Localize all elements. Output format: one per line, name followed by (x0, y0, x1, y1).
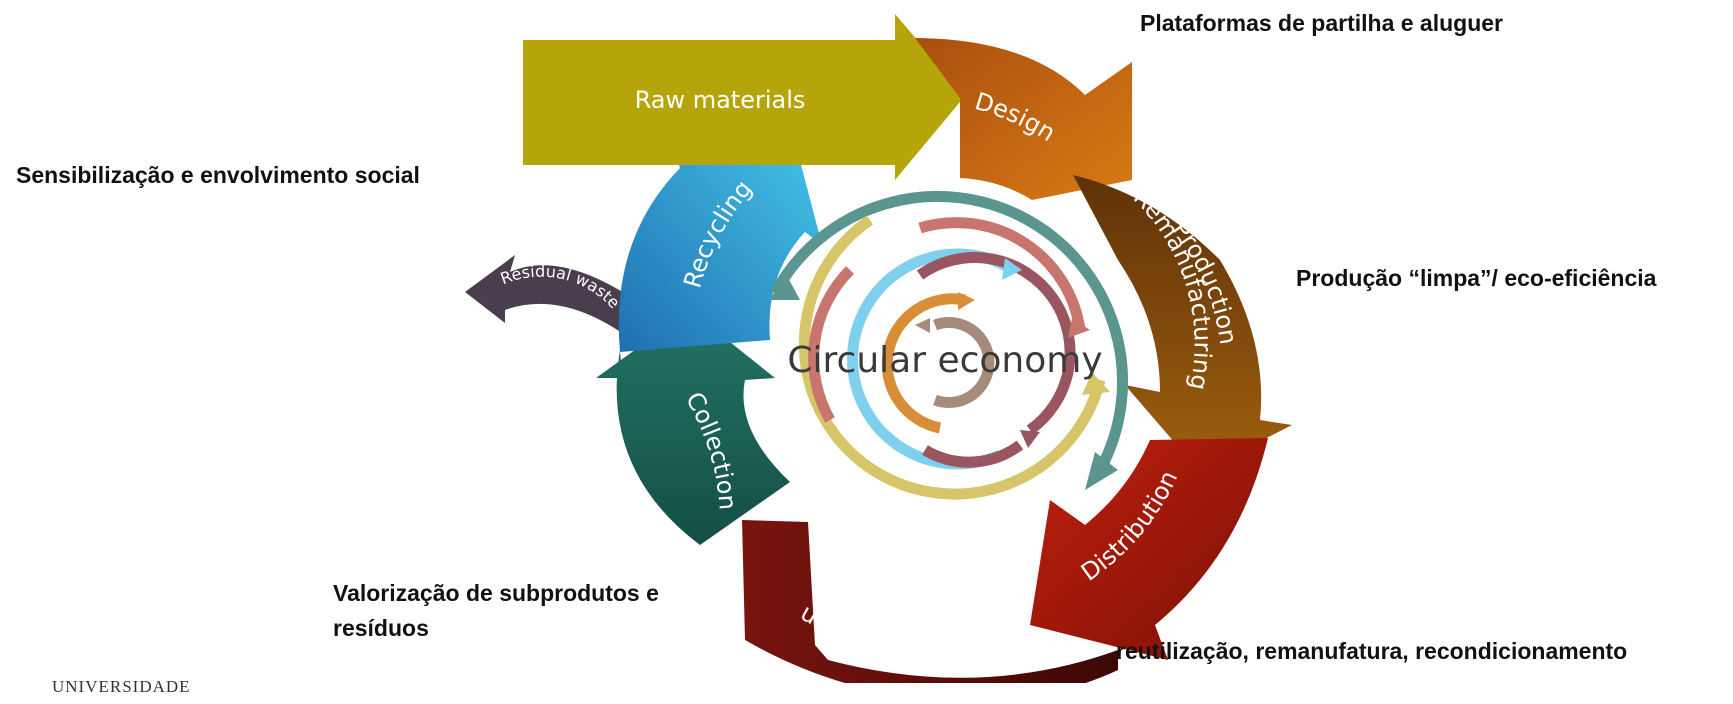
production-arrow (1073, 175, 1292, 472)
ring-arrowhead (1082, 372, 1110, 395)
circular-economy-diagram: Raw materials Design Production Remanufa… (465, 14, 1292, 702)
raw-materials-label: Raw materials (635, 86, 806, 114)
ring-arrowhead (1020, 430, 1040, 448)
ring-arrowhead (915, 318, 930, 333)
ring-yellow (798, 215, 1106, 500)
ring-plum-b (922, 440, 1024, 468)
ring-arrowheads (770, 258, 1118, 490)
ring-arrowhead (1085, 452, 1118, 490)
recycling-arrow (618, 130, 822, 352)
ring-lightblue (847, 248, 1013, 470)
ring-tan (933, 317, 995, 408)
ring-salmon-b (808, 266, 854, 423)
distribution-arrow (1030, 438, 1268, 660)
ring-arrowhead (1068, 318, 1090, 338)
center-label: Circular economy (787, 340, 1102, 381)
ring-arrowhead (958, 292, 975, 310)
circular-economy-figure: Raw materials Design Production Remanufa… (16, 10, 1657, 702)
design-arrow (915, 38, 1132, 200)
annotation-reuse-remanufacture: reutilização, remanufatura, recondiciona… (1116, 638, 1628, 664)
ring-plum (916, 251, 1076, 435)
ring-orange (881, 293, 967, 434)
annotation-clean-production: Produção “limpa”/ eco-eficiência (1296, 265, 1657, 291)
collection-arrow (596, 310, 790, 545)
raw-materials-arrow (523, 14, 965, 180)
university-logo-text: UNIVERSIDADE (52, 677, 191, 696)
ring-arrowhead (1002, 258, 1022, 280)
residual-waste-arrow (465, 255, 635, 335)
ring-teal-outer (770, 190, 1129, 473)
annotation-sharing-platforms: Plataformas de partilha e aluguer (1140, 10, 1504, 36)
ring-salmon (918, 217, 1086, 331)
ring-arrowhead (770, 272, 800, 300)
inner-rings (770, 190, 1129, 500)
annotation-valorization: Valorização de subprodutos e resíduos (333, 580, 659, 641)
annotation-social-awareness: Sensibilização e envolvimento social (16, 162, 420, 188)
